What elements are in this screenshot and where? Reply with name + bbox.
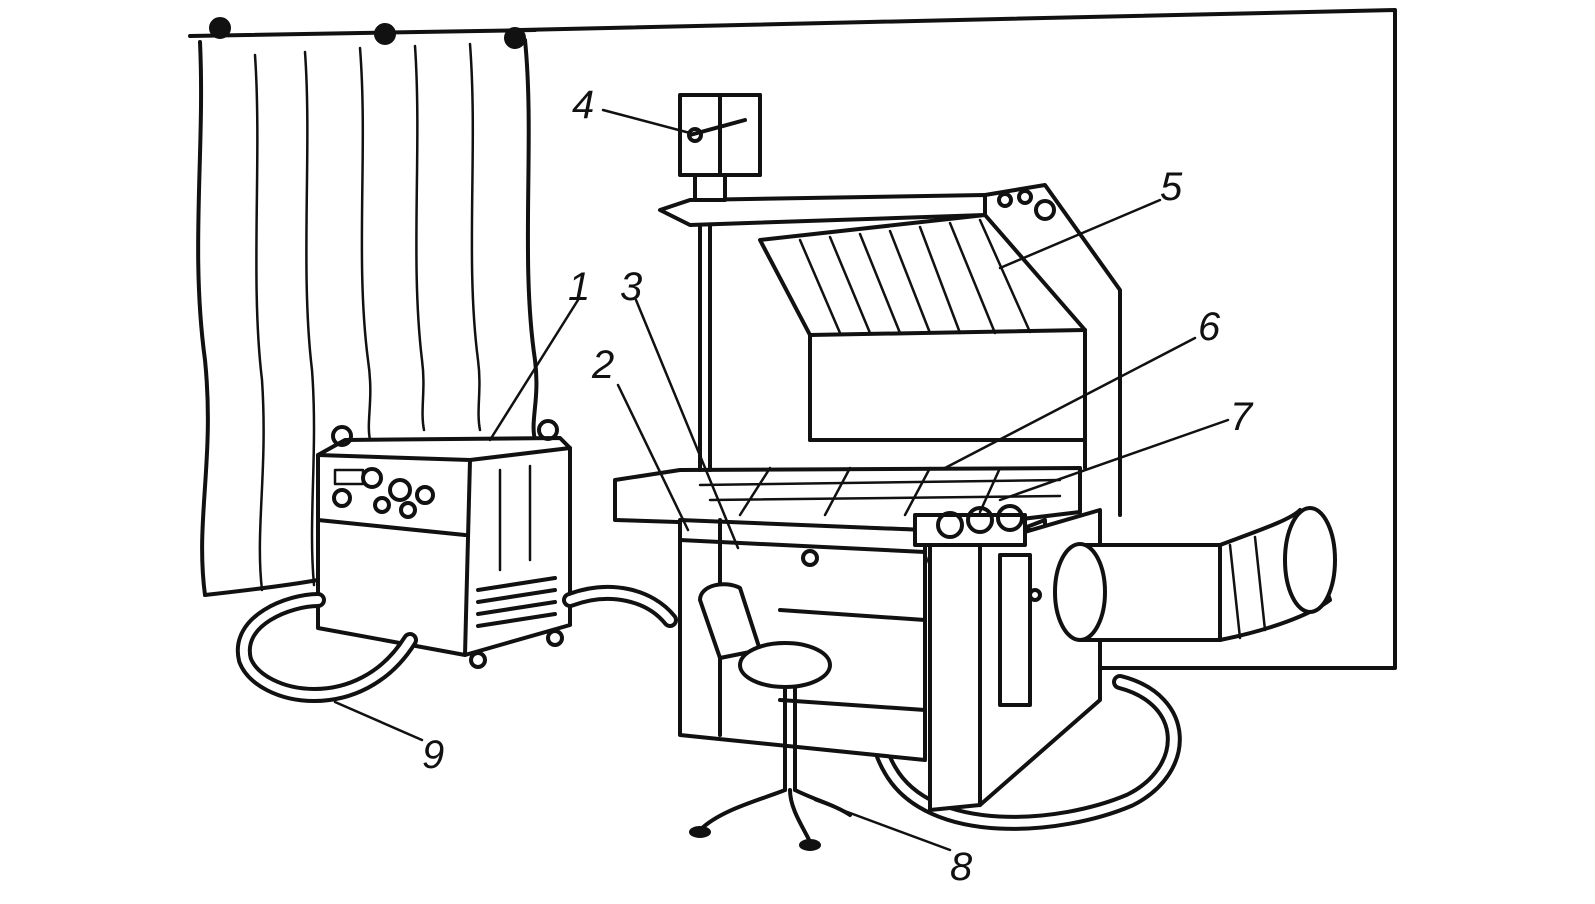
power-source-unit bbox=[316, 419, 572, 669]
callout-3: 3 bbox=[620, 265, 642, 309]
callouts: 1 2 3 4 5 6 7 8 9 bbox=[422, 83, 1254, 889]
callout-7: 7 bbox=[1230, 395, 1254, 439]
leader-lines bbox=[333, 108, 1230, 852]
callout-6: 6 bbox=[1198, 305, 1221, 349]
positioner-drum bbox=[1053, 506, 1337, 642]
callout-9: 9 bbox=[422, 733, 444, 777]
callout-8: 8 bbox=[950, 845, 973, 889]
callout-2: 2 bbox=[591, 343, 614, 387]
callout-1: 1 bbox=[568, 265, 590, 309]
callout-4: 4 bbox=[572, 83, 594, 127]
switch-box bbox=[678, 93, 762, 202]
curtain bbox=[188, 17, 539, 597]
callout-5: 5 bbox=[1160, 165, 1183, 209]
booth-wall bbox=[518, 8, 1397, 670]
stool bbox=[689, 582, 852, 851]
exhaust-hood bbox=[658, 183, 1122, 517]
